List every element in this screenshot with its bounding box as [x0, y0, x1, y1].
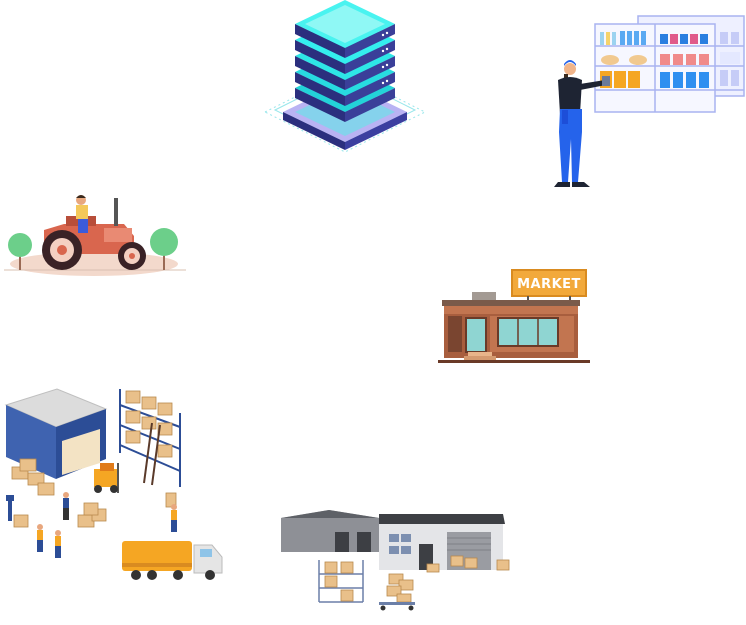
distribution-center-illustration	[279, 508, 519, 613]
distribution-center-icon	[281, 510, 510, 611]
warehouse-logistics-icon	[4, 388, 223, 580]
market-illustration: MARKET	[438, 266, 593, 366]
retail-worker-illustration	[550, 14, 746, 192]
shelf-worker-icon	[554, 15, 745, 187]
farmer-tractor-illustration	[4, 190, 189, 276]
tractor-farmer-icon	[4, 195, 186, 276]
market-sign-text: MARKET	[517, 277, 581, 292]
warehouse-operations-illustration	[2, 383, 227, 583]
server-illustration	[263, 0, 427, 165]
database-server-icon	[263, 0, 427, 153]
market-store-icon: MARKET	[438, 269, 590, 363]
